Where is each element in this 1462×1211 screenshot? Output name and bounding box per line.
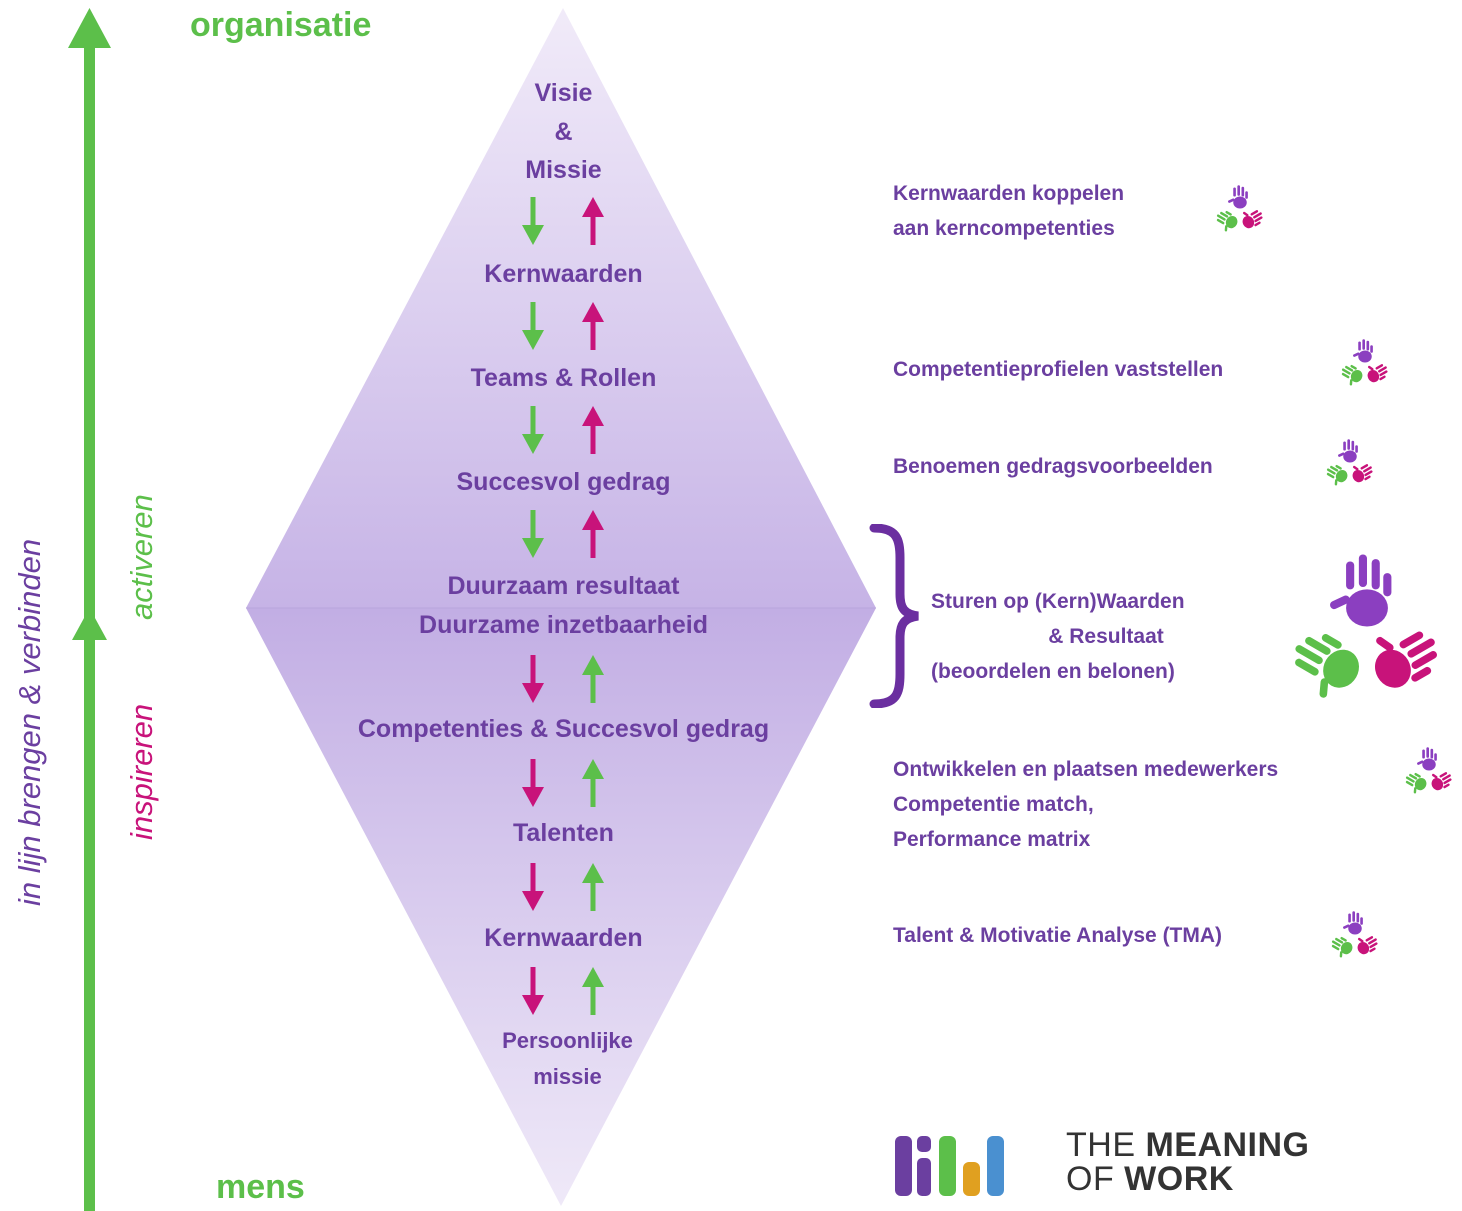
arrow-down-pink xyxy=(522,967,544,1015)
colored-hands-icon xyxy=(1330,332,1400,392)
arrow-up-pink xyxy=(582,406,604,454)
arrow-down-pink xyxy=(522,863,544,911)
level-duurzame-inzetbaarheid: Duurzame inzetbaarheid xyxy=(419,611,708,639)
arrow-up-green xyxy=(582,759,604,807)
bottom-label: mens xyxy=(216,1168,305,1206)
level-persoonlijke: Persoonlijke xyxy=(502,1028,633,1053)
colored-hands-icon-large xyxy=(1272,530,1462,710)
level-talenten: Talenten xyxy=(513,819,614,847)
colored-hands-icon xyxy=(1315,432,1385,492)
colored-hands-icon xyxy=(1320,904,1390,964)
arrow-down-green xyxy=(522,197,544,245)
arrow-down-pink xyxy=(522,759,544,807)
arrow-down-green xyxy=(522,510,544,558)
level-ampersand: & xyxy=(554,118,573,146)
right-item-tma: Talent & Motivatie Analyse (TMA) xyxy=(893,924,1223,947)
right-item-competentieprofielen: Competentieprofielen vaststellen xyxy=(893,358,1224,381)
right-item-kernwaarden: Kernwaarden koppelen aan kerncompetentie… xyxy=(893,182,1125,240)
meaning-of-work-logo-text: THE MEANING OF WORK xyxy=(1066,1126,1310,1198)
level-succesvol-gedrag: Succesvol gedrag xyxy=(456,468,671,496)
arrow-up-pink xyxy=(582,302,604,350)
level-missie-bottom: missie xyxy=(533,1064,602,1089)
level-competenties: Competenties & Succesvol gedrag xyxy=(357,715,770,743)
arrow-up-green xyxy=(582,863,604,911)
arrow-up-pink xyxy=(582,197,604,245)
colored-hands-icon xyxy=(1396,740,1462,800)
level-missie: Missie xyxy=(525,156,602,184)
level-visie: Visie xyxy=(534,79,593,107)
arrow-up-green xyxy=(582,967,604,1015)
colored-hands-icon xyxy=(1205,178,1275,238)
right-item-ontwikkelen: Ontwikkelen en plaatsen medewerkers Comp… xyxy=(893,758,1279,851)
arrow-down-pink xyxy=(522,655,544,703)
level-kernwaarden-top: Kernwaarden xyxy=(484,260,643,288)
arrow-down-green xyxy=(522,406,544,454)
arrow-up-pink xyxy=(582,510,604,558)
level-teams-rollen: Teams & Rollen xyxy=(470,364,657,392)
level-duurzaam-resultaat: Duurzaam resultaat xyxy=(447,572,680,600)
meaning-of-work-logo-mark xyxy=(895,1136,1004,1196)
right-item-sturen: Sturen op (Kern)Waarden & Resultaat (beo… xyxy=(931,590,1185,683)
arrow-up-green xyxy=(582,655,604,703)
curly-brace xyxy=(869,524,919,708)
level-kernwaarden-bottom: Kernwaarden xyxy=(484,924,643,952)
top-label: organisatie xyxy=(190,6,372,44)
right-item-gedragsvoorbeelden: Benoemen gedragsvoorbeelden xyxy=(893,455,1213,478)
vertical-axis-arrow xyxy=(68,8,111,1211)
arrow-down-green xyxy=(522,302,544,350)
